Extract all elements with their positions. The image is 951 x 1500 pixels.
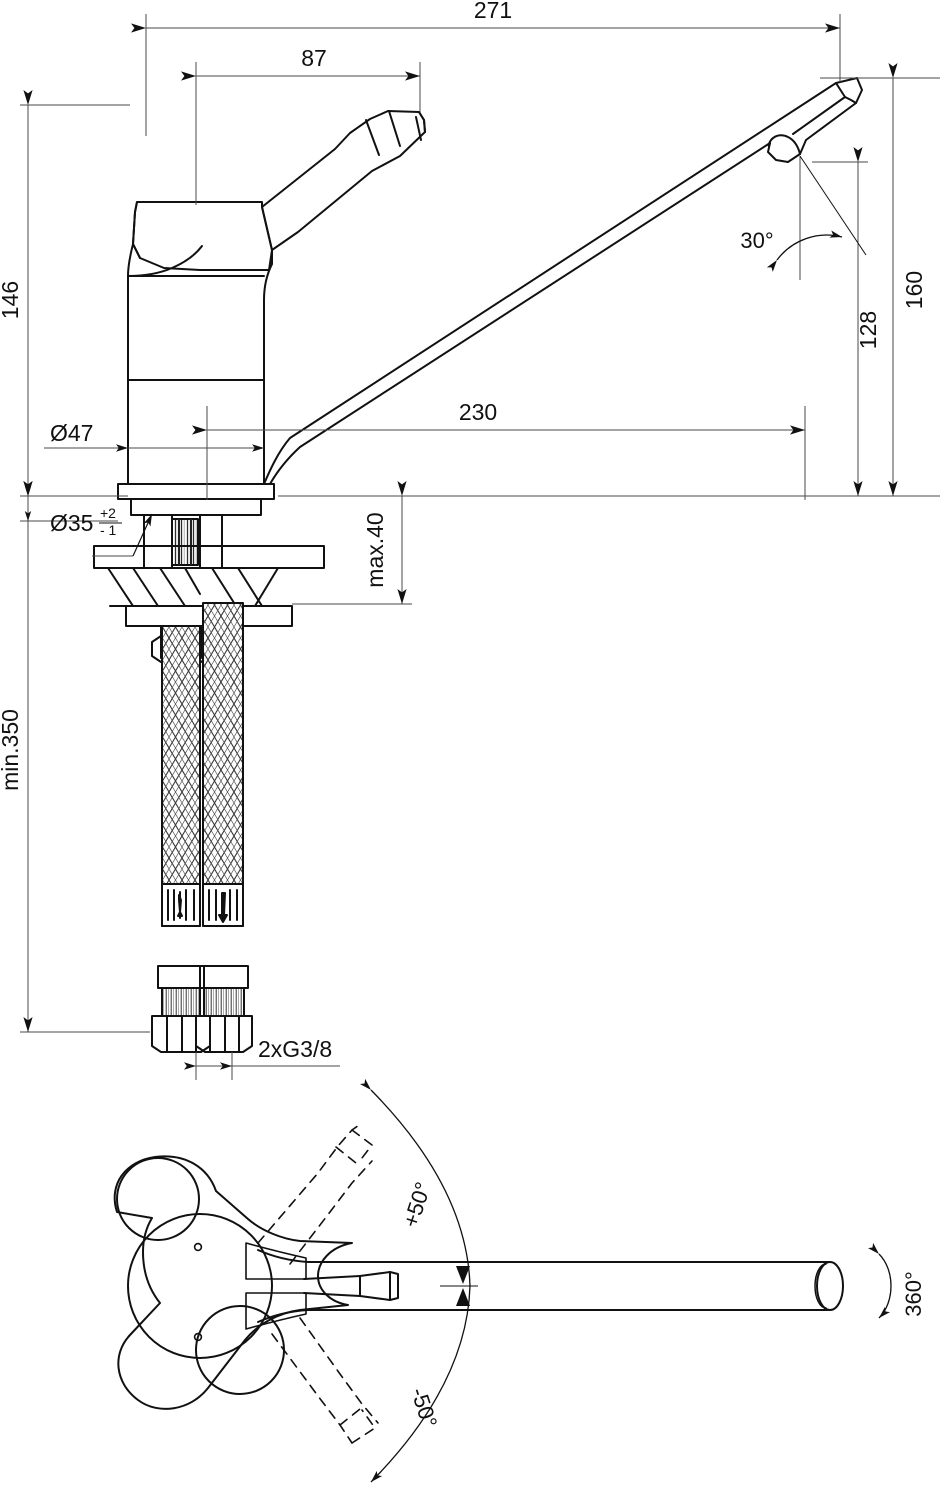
label-max40: max.40: [362, 512, 388, 587]
lever-handle: [261, 110, 426, 251]
center-mark-lower: [193, 1332, 203, 1342]
label-128: 128: [855, 311, 881, 349]
label-160: 160: [901, 271, 927, 309]
body-circle-plan: [127, 1213, 273, 1359]
label-2xg38: 2xG3/8: [258, 1036, 332, 1062]
leader-arrow-d35: [132, 513, 153, 557]
label-d35-tol-plus: +2: [100, 505, 116, 521]
label-146: 146: [0, 281, 23, 319]
handle-pivot-lower: [195, 1305, 285, 1395]
handle-cap: [132, 201, 273, 271]
center-mark-upper: [193, 1242, 203, 1252]
faucet-elevation-view: [93, 77, 863, 1053]
label-d35: Ø35: [50, 510, 93, 536]
handle-pivot-upper: [116, 1157, 200, 1241]
plan-angle-dimensions: [359, 1078, 892, 1483]
label-360: 360°: [901, 1271, 926, 1317]
dimension-lines-elevation: [20, 14, 940, 1080]
spout-tube-plan: [257, 1249, 831, 1263]
label-min350: min.350: [0, 709, 23, 791]
mounting-hardware: [93, 483, 325, 627]
handle-arm-plan: [245, 1242, 307, 1280]
spout-outlet-inner: [814, 1263, 827, 1309]
spout-outlet-ellipse: [816, 1261, 844, 1311]
ext-line-30deg-slant: [799, 155, 867, 256]
label-87: 87: [301, 45, 327, 71]
faucet-plan-view: [113, 1122, 844, 1444]
label-plus-50: +50°: [398, 1179, 436, 1231]
label-230: 230: [459, 399, 497, 425]
label-271: 271: [474, 0, 512, 23]
arc-plus-50: [359, 1078, 471, 1287]
handle-swivel-ghosts: [257, 1122, 379, 1444]
dimension-labels-elevation: 271 87 146 min.350 160 128 230 Ø47 Ø35 +…: [0, 0, 927, 1062]
handle-arm-plan-lower: [245, 1292, 307, 1330]
label-30deg: 30°: [740, 228, 773, 253]
arc-minus-50: [370, 1285, 471, 1483]
flexible-hoses: [151, 602, 253, 1053]
spout-arm: [263, 77, 863, 485]
label-d35-tol-minus: - 1: [100, 522, 117, 538]
label-d47: Ø47: [50, 420, 93, 446]
spout-tube-plan-lower: [257, 1309, 831, 1323]
arc-360-rotation: [867, 1242, 892, 1319]
plan-angle-labels: +50° -50° 360°: [398, 1179, 926, 1431]
lever-nozzle-plan: [303, 1271, 399, 1301]
arc-30deg: [766, 230, 843, 272]
base-plate-outline: [113, 1155, 353, 1410]
label-minus-50: -50°: [406, 1385, 442, 1431]
